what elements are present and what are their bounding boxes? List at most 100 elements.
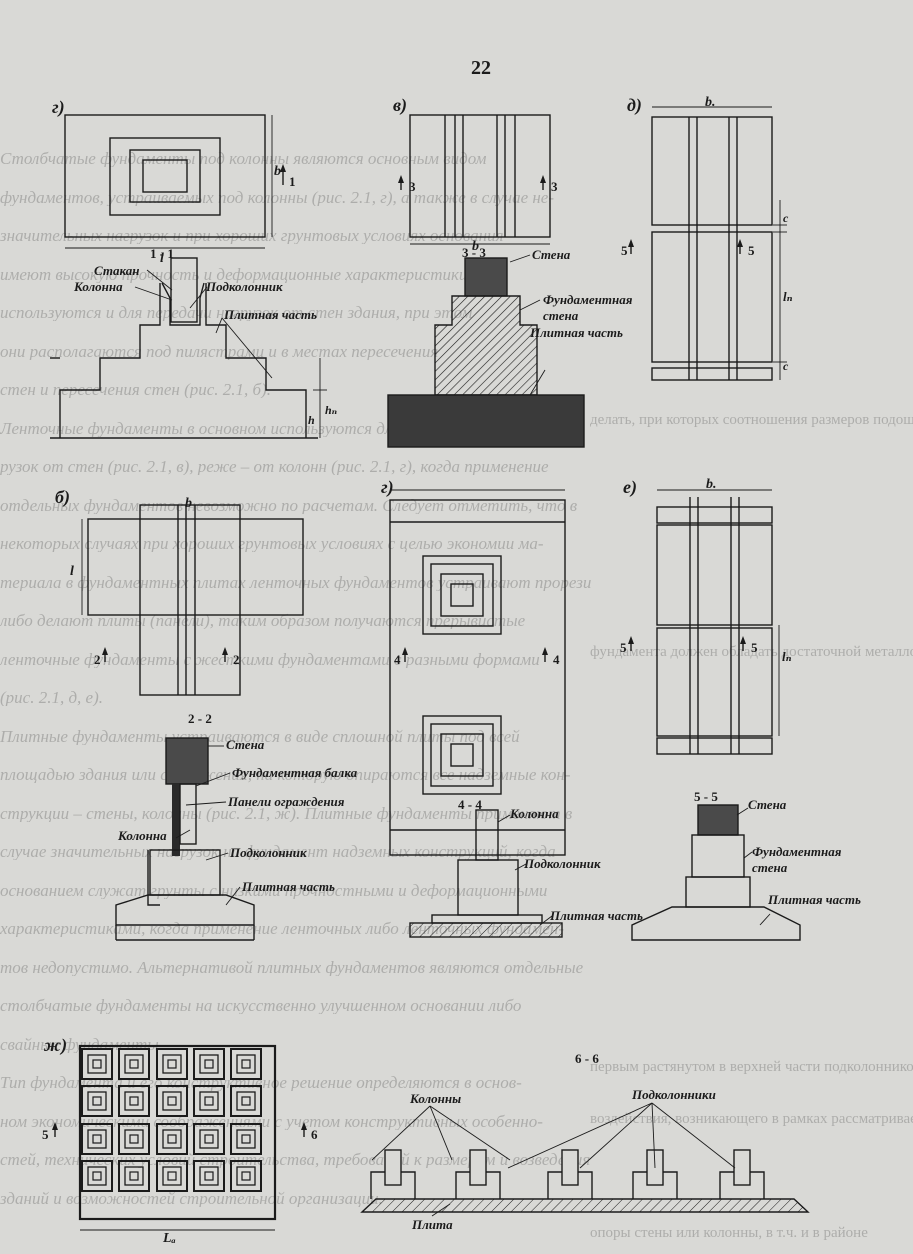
label-fund-stena-3a: Фундаментная: [543, 292, 633, 307]
dim-ln-d: lₙ: [783, 289, 793, 304]
raft-pad-outline: [87, 1054, 107, 1074]
label-plitnaya-3: Плитная часть: [530, 325, 623, 340]
raft-pad-outline: [204, 1171, 214, 1181]
dim-h: h: [308, 413, 315, 427]
raft-pad-outline: [156, 1085, 188, 1117]
section-6-6: [360, 1102, 810, 1217]
raft-pad-outline: [162, 1091, 182, 1111]
raft-pad-outline: [81, 1048, 113, 1080]
plan-intermittent-strip-e: [628, 489, 780, 755]
mark-4a: 4: [394, 652, 401, 667]
raft-pad-outline: [124, 1129, 144, 1149]
raft-column: [384, 1149, 402, 1186]
section-5-5: [631, 804, 801, 941]
label-kolonna-4: Колонна: [510, 806, 559, 821]
raft-pad-outline: [118, 1123, 150, 1155]
label-podkolonnik-1: Подколонник: [206, 279, 283, 294]
raft-pad-outline: [118, 1048, 150, 1080]
raft-pad-outline: [162, 1166, 182, 1186]
mark-3a: 3: [409, 179, 416, 194]
raft-pad-outline: [167, 1171, 177, 1181]
bleed-line: зданий и возможностей строительной орган…: [0, 1189, 383, 1207]
bleed-line: либо делают плиты (панели), таким образо…: [0, 612, 526, 629]
bleed-line: случае значительных нагрузок на фундамен…: [0, 843, 556, 860]
raft-pad-outline: [241, 1096, 251, 1106]
label-stakan: Стакан: [94, 263, 140, 278]
mark-5d: 5: [751, 640, 758, 655]
fig-letter-g-mid: г): [381, 477, 394, 497]
label-podkolonnik-2: Подколонник: [230, 845, 307, 860]
label-fund-balka: Фундаментная балка: [232, 765, 358, 780]
raft-pad-outline: [193, 1048, 225, 1080]
bleed-line: основанием служат грунты с низкими прочн…: [0, 881, 548, 899]
raft-pad-outline: [118, 1085, 150, 1117]
raft-pad-outline: [236, 1166, 256, 1186]
raft-pad-outline: [193, 1123, 225, 1155]
raft-pad-outline: [124, 1091, 144, 1111]
raft-pad-outline: [156, 1048, 188, 1080]
dim-b: b: [274, 164, 281, 179]
raft-pad-outline: [193, 1085, 225, 1117]
raft-pad-outline: [241, 1134, 251, 1144]
fig-letter-zh: ж): [44, 1035, 68, 1055]
dim-c1: c: [783, 211, 789, 225]
raft-pad-outline: [199, 1166, 219, 1186]
raft-pad-outline: [204, 1134, 214, 1144]
mark-6: 6: [311, 1127, 318, 1142]
raft-pad-outline: [87, 1166, 107, 1186]
raft-pad-outline: [167, 1134, 177, 1144]
bleed-line: отдельных фундаментов невозможно по расч…: [0, 496, 578, 514]
raft-pad-outline: [241, 1171, 251, 1181]
label-stena-3: Стена: [532, 247, 571, 262]
raft-pad-outline: [162, 1129, 182, 1149]
label-podkolonnik-4: Подколонник: [524, 856, 601, 871]
bleed-line: струкции – стены, колонны (рис. 2.1, ж).…: [0, 804, 573, 822]
raft-column: [561, 1149, 579, 1186]
raft-pad-outline: [81, 1160, 113, 1192]
label-podkolonniki: Подколонники: [632, 1087, 716, 1102]
raft-pad-outline: [129, 1059, 139, 1069]
section-1-1: [50, 257, 327, 439]
section-4-4: [409, 809, 563, 938]
raft-pad-outline: [92, 1059, 102, 1069]
dim-b-column-strip: b: [185, 496, 192, 511]
page-number: 22: [471, 57, 491, 79]
label-plitnaya-2: Плитная часть: [242, 879, 335, 894]
bleed-line: стей, технических условий строительства,…: [0, 1151, 591, 1168]
section-label-5-5: 5 - 5: [694, 789, 718, 804]
section-label-2-2: 2 - 2: [188, 711, 212, 726]
bleed-line: тов недопустимо. Альтернативой плитных ф…: [0, 958, 584, 976]
bleed-line: рузок от стен (рис. 2.1, в), реже – от к…: [0, 458, 549, 475]
plan-strip-footing: [398, 114, 551, 245]
raft-pad-outline: [236, 1129, 256, 1149]
dim-c2: c: [783, 359, 789, 373]
bleed-line: имеют высокую прочность и деформационные…: [0, 265, 503, 283]
bleed-line: териала в фундаментных плитах ленточных …: [0, 573, 592, 591]
bleed-line: Столбчатые фундаменты под колонны являют…: [0, 150, 487, 167]
fig-letter-d: д): [627, 95, 642, 115]
raft-pad-outline: [199, 1129, 219, 1149]
section-label-6-6: 6 - 6: [575, 1051, 599, 1066]
label-plitnaya-1: Плитная часть: [224, 307, 317, 322]
section-3-3: [387, 254, 585, 448]
section-2-2: [115, 737, 255, 941]
raft-pad-outline: [87, 1091, 107, 1111]
label-plitnaya-5: Плитная часть: [768, 892, 861, 907]
label-plita: Плита: [412, 1217, 453, 1232]
raft-pad-outline: [92, 1171, 102, 1181]
raft-pad-outline: [92, 1096, 102, 1106]
dim-ln-e: lₙ: [782, 649, 792, 664]
section-label-3-3: 3 - 3: [462, 245, 486, 260]
fig-letter-b: б): [55, 487, 70, 507]
raft-pad-outline: [230, 1048, 262, 1080]
bleed-line-right: фундамента должен обладать достаточной м…: [590, 645, 913, 660]
bleed-line: используются и для передачи нагрузок от …: [0, 304, 473, 321]
bleed-line-right: опоры стены или колонны, в т.ч. и в райо…: [590, 1226, 868, 1241]
label-fund-stena-3b: стена: [543, 308, 579, 323]
label-kolonna-2: Колонна: [118, 828, 167, 843]
raft-pad-outline: [92, 1134, 102, 1144]
mark-5c: 5: [620, 640, 627, 655]
bleed-line: (рис. 2.1, д, е).: [0, 689, 104, 706]
raft-pad-outline: [167, 1096, 177, 1106]
raft-pad-outline: [129, 1134, 139, 1144]
